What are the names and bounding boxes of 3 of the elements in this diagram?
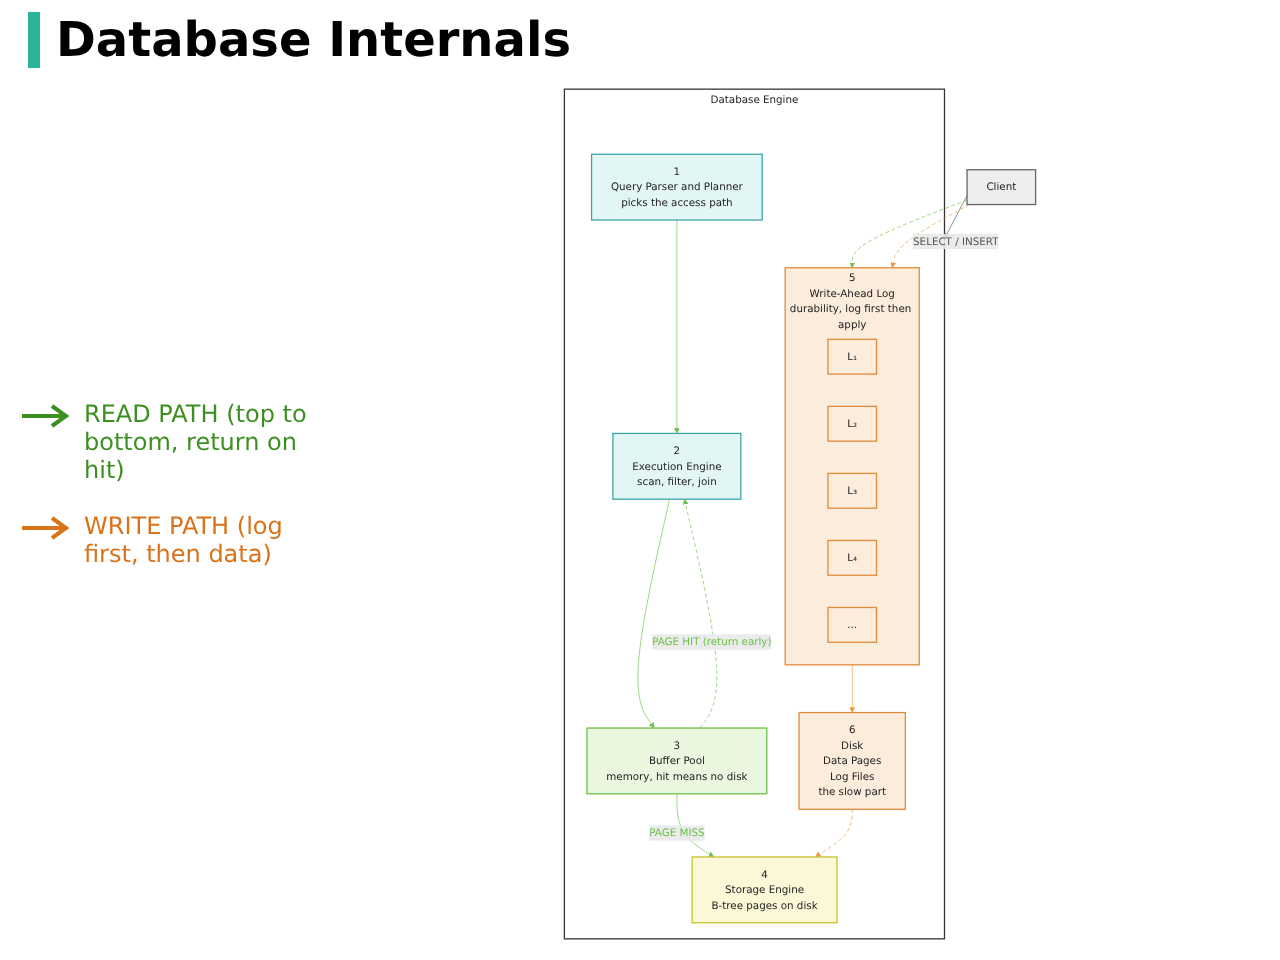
title: Database Internals (28, 12, 571, 68)
legend-text: READ PATH (top to bottom, return on hit) (84, 400, 309, 484)
legend-text: WRITE PATH (log first, then data) (84, 512, 285, 568)
